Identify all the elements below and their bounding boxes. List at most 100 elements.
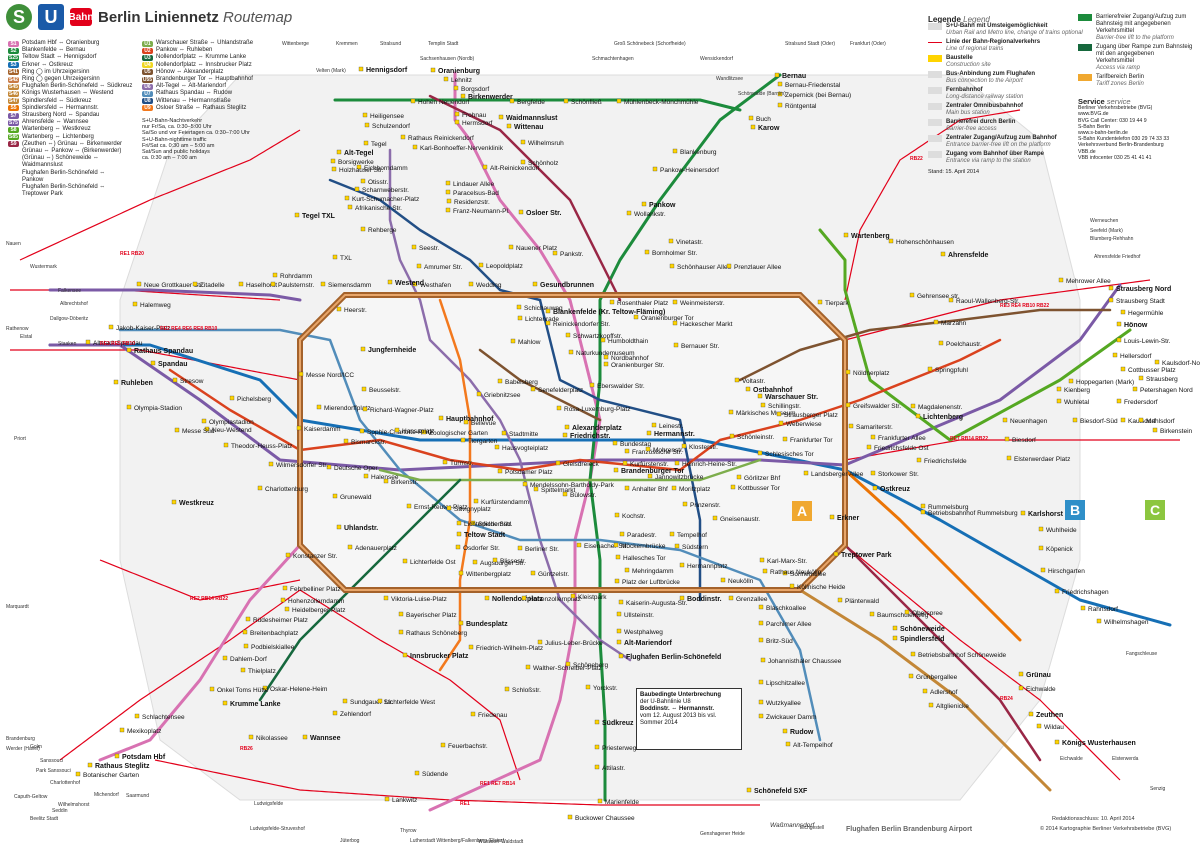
station-label[interactable]: Oranienburger Str.	[611, 362, 665, 369]
station-label[interactable]: Hermsdorf	[462, 120, 493, 127]
station-label[interactable]: Sophie-Charlotte-Platz	[367, 429, 432, 436]
station-label[interactable]: Prinzenstr.	[690, 502, 721, 509]
station-label[interactable]: Schöneweide	[900, 626, 945, 633]
station-label[interactable]: Schulzendorf	[372, 123, 410, 130]
station-label[interactable]: Greifswalder Str.	[853, 403, 901, 410]
station-label[interactable]: Zepernick (bei Bernau)	[785, 92, 851, 99]
station-label[interactable]: Neue Grottkauer Str.	[144, 282, 204, 289]
station-label[interactable]: Fehrbelliner Platz	[290, 586, 341, 593]
station-label[interactable]: Neukölln	[728, 578, 754, 585]
station-label[interactable]: Osloer Str.	[526, 210, 561, 217]
station-label[interactable]: Halensee	[371, 474, 399, 481]
station-label[interactable]: Julius-Leber-Brücke	[545, 640, 603, 647]
station-label[interactable]: Karlshorst	[1028, 511, 1064, 518]
station-label[interactable]: Birkenwerder	[468, 94, 513, 101]
station-label[interactable]: Haselhorst	[246, 282, 277, 289]
station-label[interactable]: Hohenschönhausen	[896, 239, 954, 246]
station-label[interactable]: Blankenburg	[680, 149, 717, 156]
station-label[interactable]: Strausberg	[1146, 376, 1178, 383]
station-label[interactable]: Borgsdorf	[461, 86, 489, 93]
station-label[interactable]: Innsbrucker Platz	[410, 653, 469, 660]
station-label[interactable]: Berliner Str.	[525, 546, 559, 553]
station-label[interactable]: Hackescher Markt	[680, 321, 733, 328]
station-label[interactable]: Babelsberg	[505, 379, 538, 386]
station-label[interactable]: Hirschgarten	[1048, 568, 1085, 575]
station-label[interactable]: Alt-Tegel	[344, 150, 373, 157]
station-label[interactable]: Cottbusser Platz	[1128, 367, 1176, 374]
station-label[interactable]: Bayerischer Platz	[406, 612, 457, 619]
station-label[interactable]: Ruhleben	[121, 380, 153, 387]
station-label[interactable]: Kleistpark	[578, 594, 607, 601]
station-label[interactable]: Kurfürstenstr.	[630, 461, 669, 468]
station-label[interactable]: Olympia-Stadion	[134, 405, 182, 412]
station-label[interactable]: Poelchaustr.	[946, 341, 982, 348]
station-label[interactable]: Hallesches Tor	[623, 555, 666, 562]
station-label[interactable]: Podbielskiallee	[251, 644, 295, 651]
station-label[interactable]: Louis-Lewin-Str.	[1124, 338, 1171, 345]
station-label[interactable]: Frankfurter Tor	[790, 437, 833, 444]
station-label[interactable]: Deutsche Oper	[334, 465, 379, 472]
station-label[interactable]: Neu-Westend	[212, 427, 252, 434]
station-label[interactable]: Heinrich-Heine-Str.	[682, 461, 737, 468]
station-label[interactable]: Lichterfelde West	[385, 699, 435, 706]
station-label[interactable]: Zwickauer Damm	[766, 714, 817, 721]
station-label[interactable]: Hoppegarten (Mark)	[1076, 379, 1134, 386]
station-label[interactable]: Seestr.	[419, 245, 439, 252]
station-label[interactable]: Augsburger Str.	[480, 560, 525, 567]
station-label[interactable]: Görlitzer Bhf	[744, 475, 780, 482]
station-label[interactable]: Zeuthen	[1036, 712, 1063, 719]
station-label[interactable]: Bellevue	[471, 420, 496, 427]
station-label[interactable]: Vinetastr.	[676, 239, 703, 246]
station-label[interactable]: Nollendorfplatz	[492, 596, 543, 603]
station-label[interactable]: Wilhelmsruh	[528, 140, 564, 147]
station-label[interactable]: Blankenfelde (Kr. Teltow-Fläming)	[553, 309, 665, 316]
station-label[interactable]: Altstadt Spandau	[93, 340, 143, 347]
station-label[interactable]: Uhlandstr.	[344, 525, 378, 532]
station-label[interactable]: Pankow	[649, 202, 676, 209]
station-label[interactable]: Boddinstr.	[687, 596, 722, 603]
station-label[interactable]: Schönleinstr.	[737, 434, 774, 441]
station-label[interactable]: Alexanderplatz	[572, 425, 622, 432]
station-label[interactable]: Schönhauser Allee	[677, 264, 732, 271]
station-label[interactable]: Karow	[758, 125, 780, 132]
station-label[interactable]: Kaiserin-Augusta-Str.	[626, 600, 688, 607]
station-label[interactable]: Friedrichstr.	[570, 433, 611, 440]
station-label[interactable]: Klosterstr.	[689, 444, 718, 451]
station-label[interactable]: Thielplatz	[248, 668, 276, 675]
station-label[interactable]: Stadtmitte	[509, 431, 539, 438]
station-label[interactable]: Grunewald	[340, 494, 372, 501]
station-label[interactable]: Strausberg Stadt	[1116, 298, 1165, 305]
station-label[interactable]: Zitadelle	[200, 282, 225, 289]
station-label[interactable]: Oberspree	[912, 610, 943, 617]
station-label[interactable]: Blaschkoallee	[766, 605, 806, 612]
station-label[interactable]: Weberwiese	[786, 421, 822, 428]
station-label[interactable]: Hansaplatz	[402, 428, 435, 435]
station-label[interactable]: Lichtenberg	[923, 414, 963, 421]
station-label[interactable]: Jungfernheide	[368, 347, 416, 354]
station-label[interactable]: Rathaus Neukölln	[770, 569, 822, 576]
station-label[interactable]: Krumme Lanke	[230, 701, 281, 708]
station-label[interactable]: Hegermühle	[1128, 310, 1164, 317]
station-label[interactable]: Viktoria-Luise-Platz	[391, 596, 447, 603]
station-label[interactable]: Mahlow	[518, 339, 541, 346]
station-label[interactable]: Olympiastadion	[209, 419, 254, 426]
station-label[interactable]: Lipschitzallee	[766, 680, 805, 687]
station-label[interactable]: Paradestr.	[627, 532, 657, 539]
station-label[interactable]: Spittelmarkt	[541, 487, 576, 494]
station-label[interactable]: Nikolassee	[256, 735, 288, 742]
station-label[interactable]: Bundesplatz	[466, 621, 508, 628]
station-label[interactable]: Warschauer Str.	[765, 394, 818, 401]
station-label[interactable]: Hellersdorf	[1120, 353, 1152, 360]
station-label[interactable]: Buch	[756, 116, 771, 123]
station-label[interactable]: Mendelssohn-Bartholdy-Park	[530, 482, 615, 489]
station-label[interactable]: Baumschulenweg	[877, 612, 929, 619]
station-label[interactable]: Birkenstr.	[391, 479, 418, 486]
station-label[interactable]: Leopoldplatz	[486, 263, 523, 270]
station-label[interactable]: Ernst-Reuter-Platz	[414, 504, 467, 511]
station-label[interactable]: Anhalter Bhf	[632, 486, 668, 493]
station-label[interactable]: Residenzstr.	[454, 199, 490, 206]
station-label[interactable]: Schwartzkopffstr.	[573, 333, 623, 340]
station-label[interactable]: Rathaus Steglitz	[95, 763, 150, 770]
station-label[interactable]: Friedrichsfelde Ost	[874, 445, 929, 452]
station-label[interactable]: Spichernstr.	[478, 521, 513, 528]
